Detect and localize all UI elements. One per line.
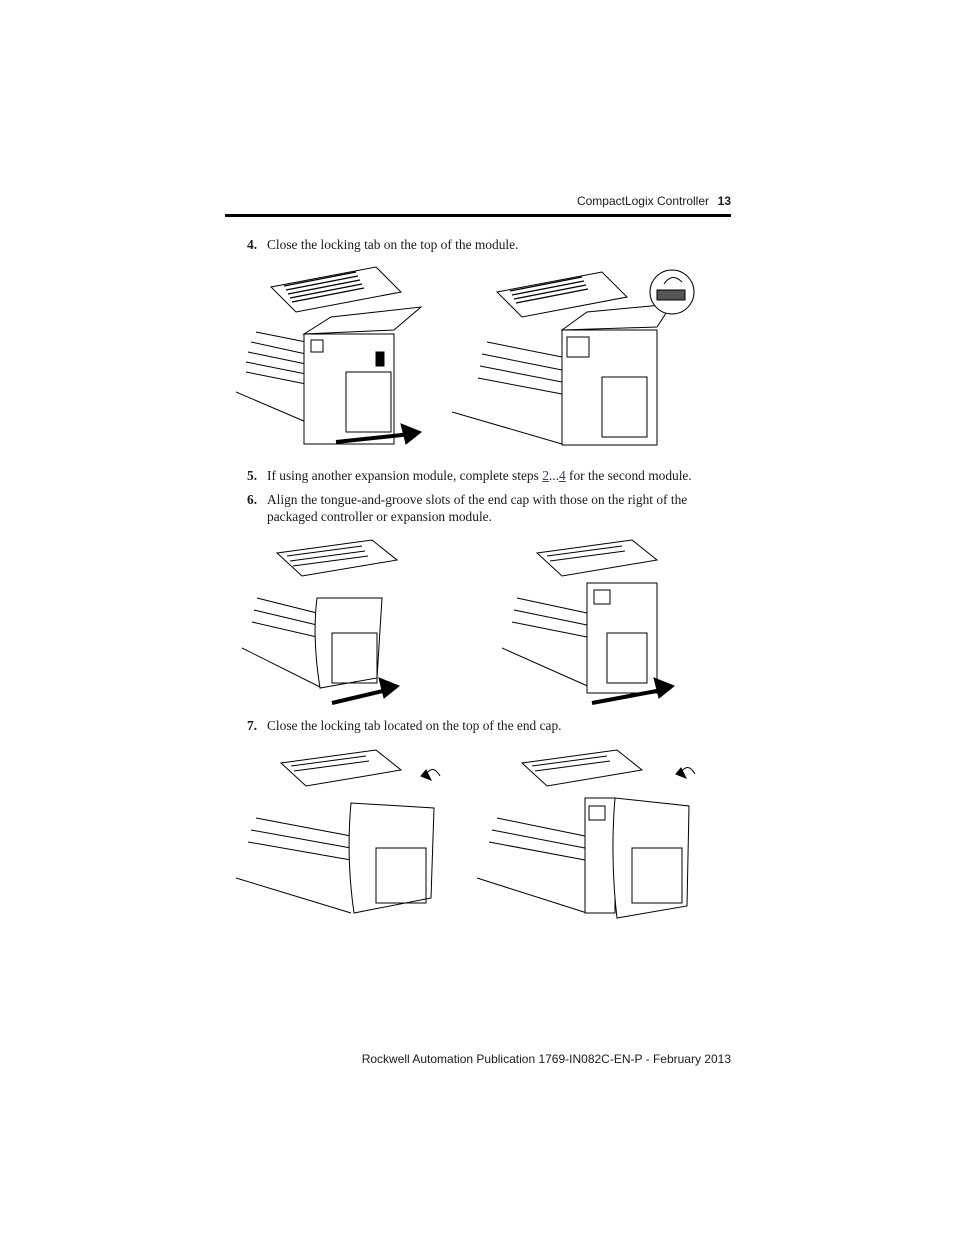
publication-footer: Rockwell Automation Publication 1769-IN0…	[361, 1052, 731, 1066]
section-title: CompactLogix Controller	[576, 194, 709, 208]
step-text: Close the locking tab located on the top…	[267, 718, 562, 733]
figure-endcap-tab-open	[236, 748, 446, 923]
figure-endcap-attached	[502, 538, 682, 708]
step-number: 4.	[247, 237, 258, 252]
running-header: CompactLogix Controller 13	[0, 193, 731, 211]
step-6: 6. Align the tongue-and-groove slots of …	[247, 491, 731, 527]
step-4-link[interactable]: 4	[558, 468, 566, 483]
step-text: If using another expansion module, compl…	[267, 468, 692, 483]
step-text: Close the locking tab on the top of the …	[267, 237, 519, 252]
step-text: Align the tongue-and-groove slots of the…	[267, 492, 688, 524]
step-5: 5. If using another expansion module, co…	[247, 467, 731, 485]
step-number: 7.	[247, 718, 258, 733]
figure-endcap-tab-closed	[477, 748, 702, 923]
step-number: 6.	[247, 492, 258, 507]
figure-endcap-align	[242, 538, 412, 708]
header-rule	[225, 214, 731, 217]
step-number: 5.	[247, 468, 258, 483]
step-7: 7. Close the locking tab located on the …	[247, 717, 731, 735]
figure-module-insert	[236, 262, 426, 452]
step-2-link[interactable]: 2	[542, 468, 549, 483]
step-4: 4. Close the locking tab on the top of t…	[247, 236, 731, 254]
page-number: 13	[717, 194, 731, 208]
figure-module-locked	[452, 262, 702, 452]
